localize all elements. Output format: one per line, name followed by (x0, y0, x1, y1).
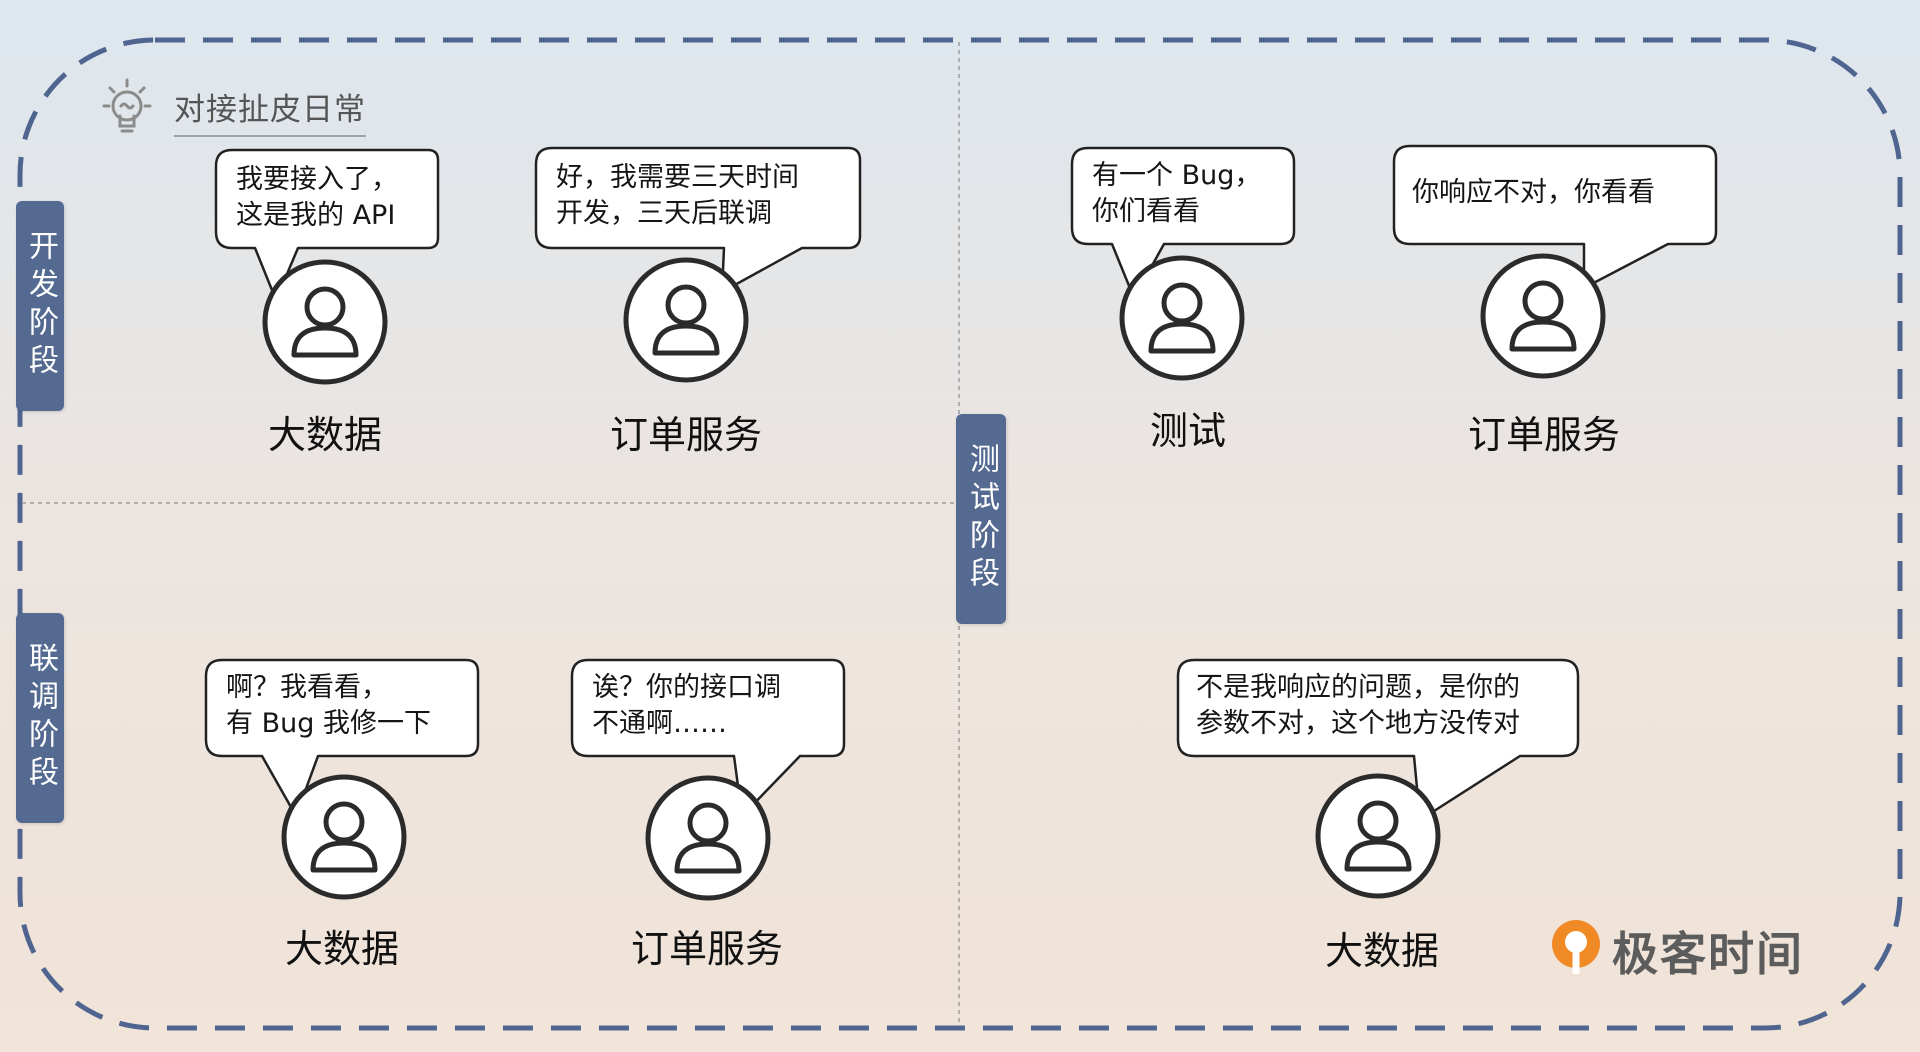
speech-bubble (1392, 144, 1718, 290)
role-label-int-bigdata: 大数据 (284, 927, 399, 971)
speech-bubble (570, 658, 846, 818)
bubble-text-dev-bigdata: 我要接入了， 这是我的 API (236, 164, 398, 231)
speech-bubble (204, 658, 480, 818)
role-label-dev-bigdata: 大数据 (267, 413, 382, 457)
user-avatar-icon (626, 260, 746, 380)
stage-tab-test: 测试阶段 (956, 414, 1006, 624)
user-avatar-icon (284, 777, 404, 897)
dashed-border (17, 37, 1903, 1031)
role-label-test-tester: 测试 (1149, 409, 1226, 453)
user-avatar-icon (1483, 256, 1603, 376)
brand-name: 极客时间 (1612, 927, 1804, 981)
page-title: 对接扯皮日常 (174, 84, 366, 137)
stage-tab-integration: 联调阶段 (16, 613, 64, 823)
bubble-text-dev-order: 好，我需要三天时间 开发，三天后联调 (556, 162, 799, 229)
lightbulb-icon (102, 78, 152, 133)
speech-bubble (534, 146, 862, 294)
user-avatar-icon (1318, 776, 1438, 896)
bubble-text-test-bigdata: 不是我响应的问题，是你的 参数不对，这个地方没传对 (1196, 672, 1520, 739)
bubble-text-int-order: 诶？你的接口调 不通啊…… (592, 672, 781, 739)
role-label-int-order: 订单服务 (630, 927, 783, 971)
user-avatar-icon (648, 778, 768, 898)
bubble-text-int-bigdata: 啊？我看看， 有 Bug 我修一下 (226, 672, 431, 739)
role-label-test-bigdata: 大数据 (1324, 929, 1439, 973)
speech-bubble (1176, 658, 1580, 822)
role-label-test-order: 订单服务 (1467, 413, 1620, 457)
role-label-dev-order: 订单服务 (609, 413, 762, 457)
bubble-text-test-order: 你响应不对，你看看 (1412, 177, 1655, 208)
user-avatar-icon (1122, 258, 1242, 378)
stage-tab-dev: 开发阶段 (16, 201, 64, 411)
user-avatar-icon (265, 262, 385, 382)
bubble-text-test-tester: 有一个 Bug， 你们看看 (1092, 160, 1262, 227)
geektime-logo-icon (1552, 920, 1600, 974)
